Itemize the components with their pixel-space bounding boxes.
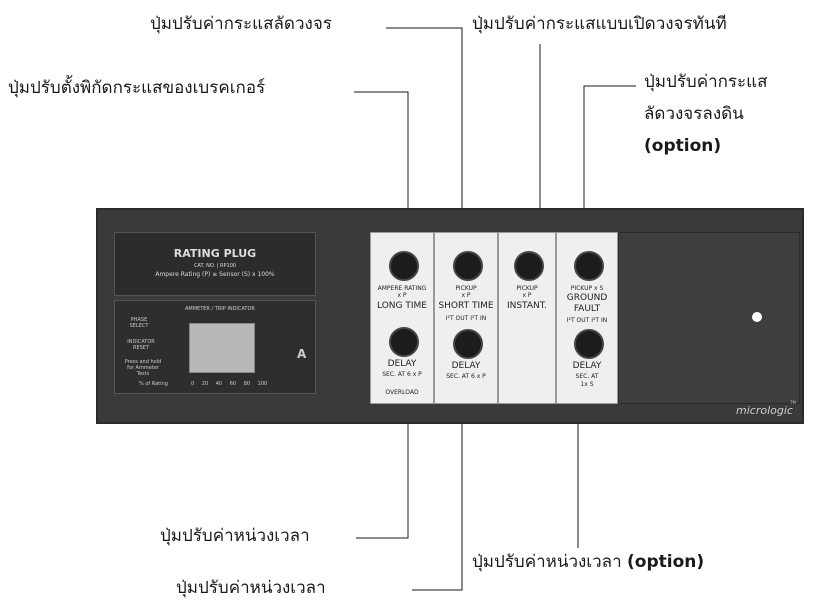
- ground-fault-delay-unit2: 1x S: [580, 381, 594, 388]
- short-time-delay-dial[interactable]: [453, 329, 483, 359]
- callout-ground-fault-line2: ลัดวงจรลงดิน: [644, 104, 744, 124]
- ground-fault-title-1: GROUND: [566, 293, 608, 303]
- ground-fault-module: PICKUP x S GROUND FAULT I²T OUT I²T IN D…: [556, 232, 618, 404]
- ammeter-display: [189, 323, 255, 373]
- short-time-title: SHORT TIME: [438, 301, 494, 311]
- instant-title: INSTANT.: [506, 301, 548, 311]
- callout-ampere-rating: ปุ่มปรับตั้งพิกัดกระแสของเบรคเกอร์: [8, 78, 266, 98]
- ampere-rating-unit: x P: [397, 292, 407, 299]
- callout-long-time-delay: ปุ่มปรับค่าหน่วงเวลา: [160, 526, 310, 546]
- callout-ground-fault-option: (option): [644, 136, 722, 156]
- ammeter-title: AMMETER / TRIP INDICATOR: [185, 306, 255, 312]
- scale-tick: 20: [201, 381, 209, 387]
- short-time-module: PICKUP x P SHORT TIME I²T OUT I²T IN DEL…: [434, 232, 498, 404]
- phase-select-button[interactable]: PHASE SELECT: [129, 317, 149, 329]
- leader-long-time-delay: [356, 408, 409, 539]
- short-time-delay-unit: SEC. AT 6 x P: [446, 373, 486, 380]
- rating-plug-cat: CAT. NO. | RP100: [193, 263, 237, 269]
- brand-trademark: TM: [790, 400, 796, 405]
- ground-fault-delay-dial[interactable]: [574, 329, 604, 359]
- callout-instantaneous-pickup: ปุ่มปรับค่ากระแสแบบเปิดวงจรทันที: [472, 14, 727, 34]
- short-time-pickup-label: PICKUP: [455, 285, 477, 292]
- long-time-delay-dial[interactable]: [389, 327, 419, 357]
- rating-scale: 0 20 40 60 80 100: [191, 381, 309, 387]
- long-time-delay-label: DELAY: [387, 359, 417, 369]
- scale-tick: 80: [243, 381, 251, 387]
- long-time-delay-unit: SEC. AT 6 x P: [382, 371, 422, 378]
- ground-fault-delay-label: DELAY: [572, 361, 602, 371]
- ground-fault-pickup-dial[interactable]: [574, 251, 604, 281]
- short-time-pickup-dial[interactable]: [453, 251, 483, 281]
- instant-pickup-label: PICKUP: [516, 285, 538, 292]
- blank-cover: [618, 232, 800, 404]
- brand-logo: micrologic: [736, 404, 793, 417]
- indicator-reset-button[interactable]: INDICATOR RESET: [127, 339, 155, 351]
- rating-plug-note: Ampere Rating (P) ≥ Sensor (S) x 100%: [155, 271, 275, 278]
- instant-pickup-unit: x P: [522, 292, 532, 299]
- ground-fault-delay-unit: SEC. AT: [575, 373, 599, 380]
- ammeter-trip-indicator: AMMETER / TRIP INDICATOR PHASE SELECT IN…: [114, 300, 316, 394]
- short-time-pickup-unit: x P: [461, 292, 471, 299]
- scale-tick: 100: [257, 381, 268, 387]
- overload-label: OVERLOAD: [385, 389, 419, 396]
- scale-tick: 60: [229, 381, 237, 387]
- ampere-rating-label: AMPERE RATING: [377, 285, 427, 292]
- rating-plug-title: RATING PLUG: [173, 247, 257, 260]
- leader-ampere-rating: [354, 91, 409, 232]
- instant-pickup-dial[interactable]: [514, 251, 544, 281]
- ground-fault-pickup-label: PICKUP x S: [570, 285, 604, 292]
- trip-unit-panel: RATING PLUG CAT. NO. | RP100 Ampere Rati…: [96, 208, 804, 424]
- ampere-rating-dial[interactable]: [389, 251, 419, 281]
- scale-tick: 0: [191, 381, 195, 387]
- short-time-delay-label: DELAY: [451, 361, 481, 371]
- callout-short-circuit-pickup: ปุ่มปรับค่ากระแสลัดวงจร: [150, 14, 332, 34]
- callout-ground-fault-delay: ปุ่มปรับค่าหน่วงเวลา (option): [472, 552, 705, 572]
- long-time-module: AMPERE RATING x P LONG TIME DELAY SEC. A…: [370, 232, 434, 404]
- rating-scale-label: % of Rating: [139, 381, 168, 387]
- callout-short-time-delay: ปุ่มปรับค่าหน่วงเวลา: [176, 578, 326, 598]
- ground-fault-settings: I²T OUT I²T IN: [566, 317, 608, 324]
- leader-short-time-delay: [412, 408, 463, 591]
- rating-plug: RATING PLUG CAT. NO. | RP100 Ampere Rati…: [114, 232, 316, 296]
- leader-short-circuit: [386, 27, 463, 232]
- callout-ground-fault-line1: ปุ่มปรับค่ากระแส: [644, 72, 768, 92]
- instant-module: PICKUP x P INSTANT.: [498, 232, 556, 404]
- press-hold-note: Press and hold for Ammeter Tests: [124, 359, 162, 377]
- short-time-settings: I²T OUT I²T IN: [445, 315, 487, 322]
- scale-tick: 40: [215, 381, 223, 387]
- ammeter-unit: A: [297, 347, 307, 361]
- long-time-title: LONG TIME: [377, 301, 427, 311]
- ground-fault-title-2: FAULT: [573, 304, 601, 314]
- leader-ground-fault: [583, 85, 636, 232]
- mounting-hole: [752, 312, 762, 322]
